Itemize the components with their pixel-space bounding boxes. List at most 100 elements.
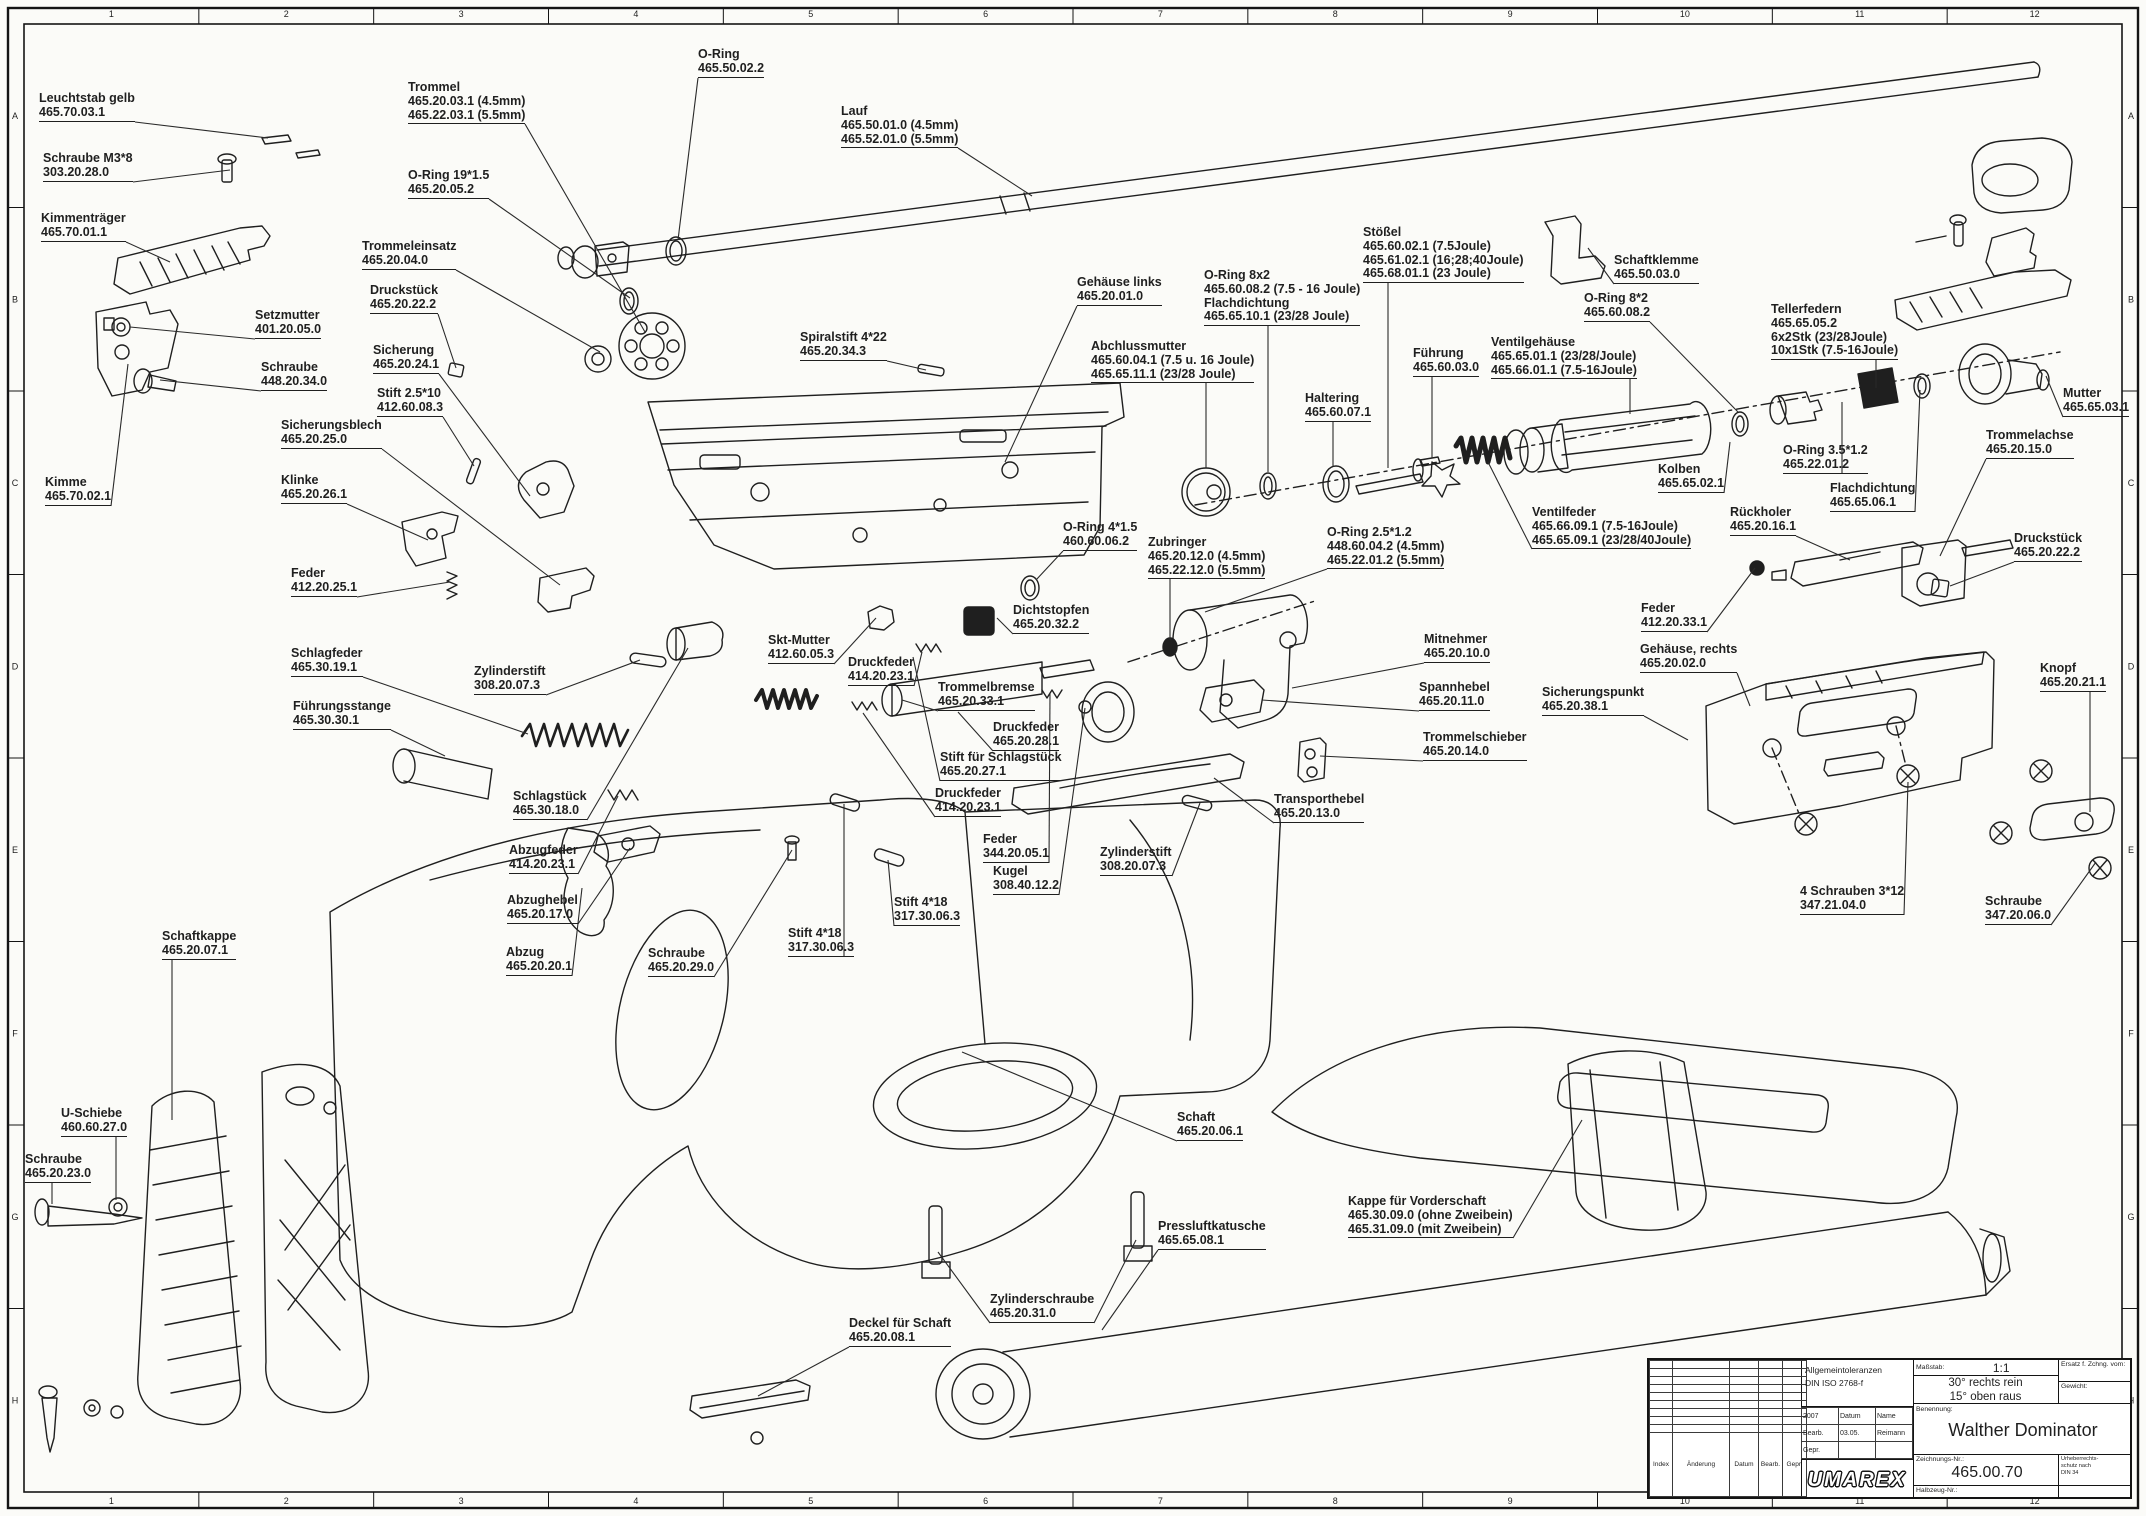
part-number: 465.20.34.3: [800, 343, 867, 358]
part-number: 465.20.17.0: [507, 906, 574, 921]
rev-empty-cell: [1672, 1424, 1730, 1433]
part-number: 465.20.05.2: [408, 181, 475, 196]
rev-empty-cell: [1672, 1392, 1730, 1401]
part-name: Trommelschieber: [1423, 730, 1527, 744]
part-name: Trommelachse: [1986, 428, 2074, 442]
part-number: 465.20.22.2: [2014, 544, 2081, 559]
part-name: Führungsstange: [293, 699, 391, 713]
part-number: 465.22.01.2 (5.5mm): [1327, 552, 1445, 567]
designation-field: Benennung: Walther Dominator: [1913, 1404, 2130, 1455]
part-number: 303.20.28.0: [43, 164, 110, 179]
part-name: Schraube: [648, 946, 705, 960]
part-name: Schlagfeder: [291, 646, 363, 660]
rev-empty-cell: [1758, 1408, 1783, 1417]
part-name: Flachdichtung: [1830, 481, 1916, 495]
part-number: 308.20.07.3: [474, 677, 541, 692]
part-name: Trommelbremse: [938, 680, 1035, 694]
gepr-name: [1875, 1441, 1913, 1459]
part-name: Sicherungsblech: [281, 418, 382, 432]
rev-footer-cell: Änderung: [1672, 1432, 1730, 1497]
part-number: 465.31.09.0 (mit Zweibein): [1348, 1221, 1502, 1236]
part-number: 460.60.27.0: [61, 1119, 128, 1134]
part-name: Zylinderschraube: [990, 1292, 1095, 1306]
bearb-label: Bearb.: [1801, 1424, 1839, 1442]
part-number: 465.65.11.1 (23/28 Joule): [1091, 366, 1236, 381]
part-name: Mitnehmer: [1424, 632, 1488, 646]
gepr-datum: [1838, 1441, 1876, 1459]
part-number: 465.60.03.0: [1413, 359, 1480, 374]
part-name: Stößel: [1363, 225, 1402, 239]
copyright-note: Urheberrechts- schutz nach DIN 34: [2058, 1455, 2130, 1485]
part-number: 465.20.01.0: [1077, 288, 1144, 303]
part-name: Abchlussmutter: [1091, 339, 1187, 353]
drawing-number: 465.00.70: [1951, 1464, 2023, 1481]
part-number: 448.60.04.2 (4.5mm): [1327, 538, 1445, 553]
scale-value: 1:1: [1992, 1360, 2010, 1375]
part-number: 414.20.23.1: [509, 856, 576, 871]
part-number: 465.30.19.1: [291, 659, 358, 674]
part-name: Spiralstift 4*22: [800, 330, 887, 344]
part-name: Lauf: [841, 104, 868, 118]
rev-empty-cell: [1649, 1376, 1673, 1385]
part-number: 465.65.03.1: [2063, 399, 2130, 414]
part-name: Setzmutter: [255, 308, 320, 322]
drawing-number-field: Zeichnungs-Nr.: 465.00.70: [1913, 1455, 2058, 1485]
part-number: 465.30.09.0 (ohne Zweibein): [1348, 1207, 1513, 1222]
part-name: Stift 4*18: [894, 895, 948, 909]
part-number: 465.20.10.0: [1424, 645, 1491, 660]
part-number: 465.20.15.0: [1986, 441, 2053, 456]
part-number: 412.20.25.1: [291, 579, 358, 594]
part-number: 465.30.18.0: [513, 802, 580, 817]
part-name: Feder: [1641, 601, 1676, 615]
part-number: 465.22.03.1 (5.5mm): [408, 107, 526, 122]
rev-empty-cell: [1672, 1400, 1730, 1409]
part-number: 465.20.03.1 (4.5mm): [408, 93, 526, 108]
ersatz-field: Ersatz f. Zchng. vom:: [2058, 1360, 2130, 1382]
part-number: 465.70.01.1: [41, 224, 108, 239]
part-name: Haltering: [1305, 391, 1360, 405]
part-name: Schraube: [1985, 894, 2042, 908]
rev-empty-cell: [1672, 1368, 1730, 1377]
part-number: 465.60.07.1: [1305, 404, 1372, 419]
part-number: 401.20.05.0: [255, 321, 322, 336]
part-name: Gehäuse links: [1077, 275, 1162, 289]
year-cell: 2007: [1801, 1407, 1839, 1425]
part-name: Pressluftkatusche: [1158, 1219, 1266, 1233]
gepr-label: Gepr.: [1801, 1441, 1839, 1459]
part-name: Druckstück: [2014, 531, 2083, 545]
name-header: Name: [1875, 1407, 1913, 1425]
part-name: Sicherung: [373, 343, 435, 357]
part-number: 465.20.04.0: [362, 252, 429, 267]
part-name: Zylinderstift: [474, 664, 546, 678]
rev-empty-cell: [1729, 1424, 1759, 1433]
part-number: 414.20.23.1: [848, 668, 915, 683]
part-name: Tellerfedern: [1771, 302, 1842, 316]
part-number: 465.70.02.1: [45, 488, 112, 503]
scale-field: Maßstab: 1:1: [1913, 1360, 2058, 1376]
part-name: Feder: [291, 566, 326, 580]
part-number: 465.20.33.1: [938, 693, 1005, 708]
part-number: 465.20.23.0: [25, 1165, 92, 1180]
rifling-note: 30° rechts rein 15° oben raus: [1913, 1376, 2058, 1404]
part-number: 465.20.20.1: [506, 958, 573, 973]
